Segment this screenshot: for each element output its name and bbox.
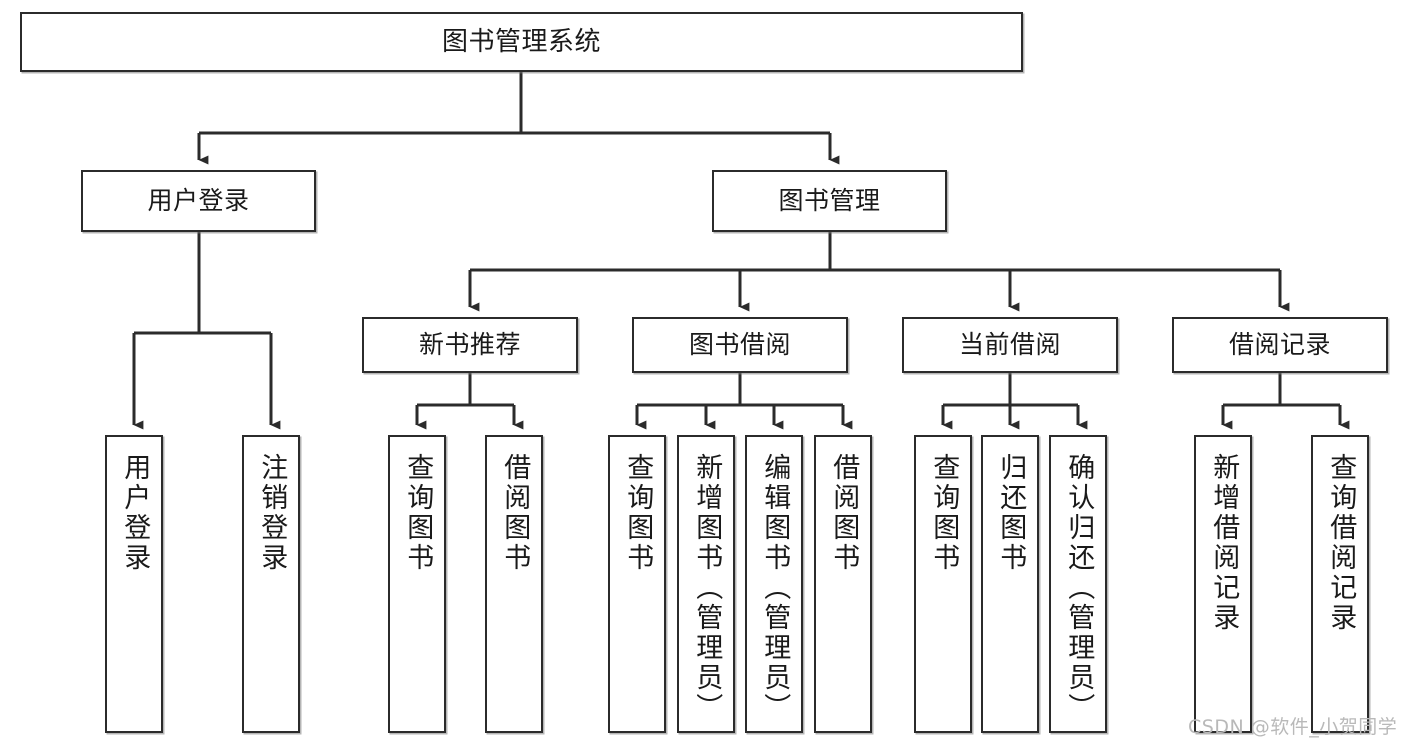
leaf-add-borrow-record[interactable]: 新增借阅记录 — [1194, 435, 1252, 733]
leaf-query-borrow-record[interactable]: 查询借阅记录 — [1311, 435, 1369, 733]
node-label: 新增借阅记录 — [1208, 453, 1240, 633]
leaf-confirm-return-admin[interactable]: 确认归还（管理员） — [1049, 435, 1107, 733]
node-label: 借阅图书 — [499, 453, 531, 573]
leaf-logout[interactable]: 注销登录 — [242, 435, 300, 733]
node-label: 用户登录 — [147, 186, 250, 216]
node-label: 用户登录 — [119, 453, 151, 573]
leaf-add-book-admin[interactable]: 新增图书（管理员） — [677, 435, 735, 733]
node-label: 编辑图书（管理员） — [759, 453, 791, 723]
node-user-login[interactable]: 用户登录 — [81, 170, 316, 232]
node-book-manage[interactable]: 图书管理 — [712, 170, 947, 232]
watermark-csdn: CSDN @软件_小贺同学 — [1188, 716, 1398, 738]
leaf-query-book-recommend[interactable]: 查询图书 — [388, 435, 446, 733]
node-label: 图书借阅 — [688, 330, 791, 360]
node-label: 图书管理系统 — [441, 26, 601, 57]
node-label: 归还图书 — [995, 453, 1027, 573]
node-book-borrow[interactable]: 图书借阅 — [632, 317, 848, 373]
node-label: 注销登录 — [256, 453, 288, 573]
node-current-borrow[interactable]: 当前借阅 — [902, 317, 1118, 373]
node-new-book-recommend[interactable]: 新书推荐 — [362, 317, 578, 373]
leaf-borrow-book[interactable]: 借阅图书 — [814, 435, 872, 733]
leaf-borrow-book-recommend[interactable]: 借阅图书 — [485, 435, 543, 733]
leaf-edit-book-admin[interactable]: 编辑图书（管理员） — [745, 435, 803, 733]
node-label: 查询图书 — [622, 453, 654, 573]
leaf-query-book-borrow[interactable]: 查询图书 — [608, 435, 666, 733]
node-label: 新书推荐 — [418, 330, 521, 360]
node-label: 借阅图书 — [828, 453, 860, 573]
node-borrow-record[interactable]: 借阅记录 — [1172, 317, 1388, 373]
leaf-return-book[interactable]: 归还图书 — [981, 435, 1039, 733]
node-label: 借阅记录 — [1228, 330, 1331, 360]
node-label: 查询借阅记录 — [1325, 453, 1357, 633]
node-root-book-management-system[interactable]: 图书管理系统 — [20, 12, 1023, 72]
node-label: 确认归还（管理员） — [1063, 453, 1095, 723]
node-label: 新增图书（管理员） — [691, 453, 723, 723]
leaf-user-login[interactable]: 用户登录 — [105, 435, 163, 733]
node-label: 查询图书 — [402, 453, 434, 573]
node-label: 当前借阅 — [958, 330, 1061, 360]
node-label: 查询图书 — [928, 453, 960, 573]
leaf-query-book-current[interactable]: 查询图书 — [914, 435, 972, 733]
node-label: 图书管理 — [778, 186, 881, 216]
